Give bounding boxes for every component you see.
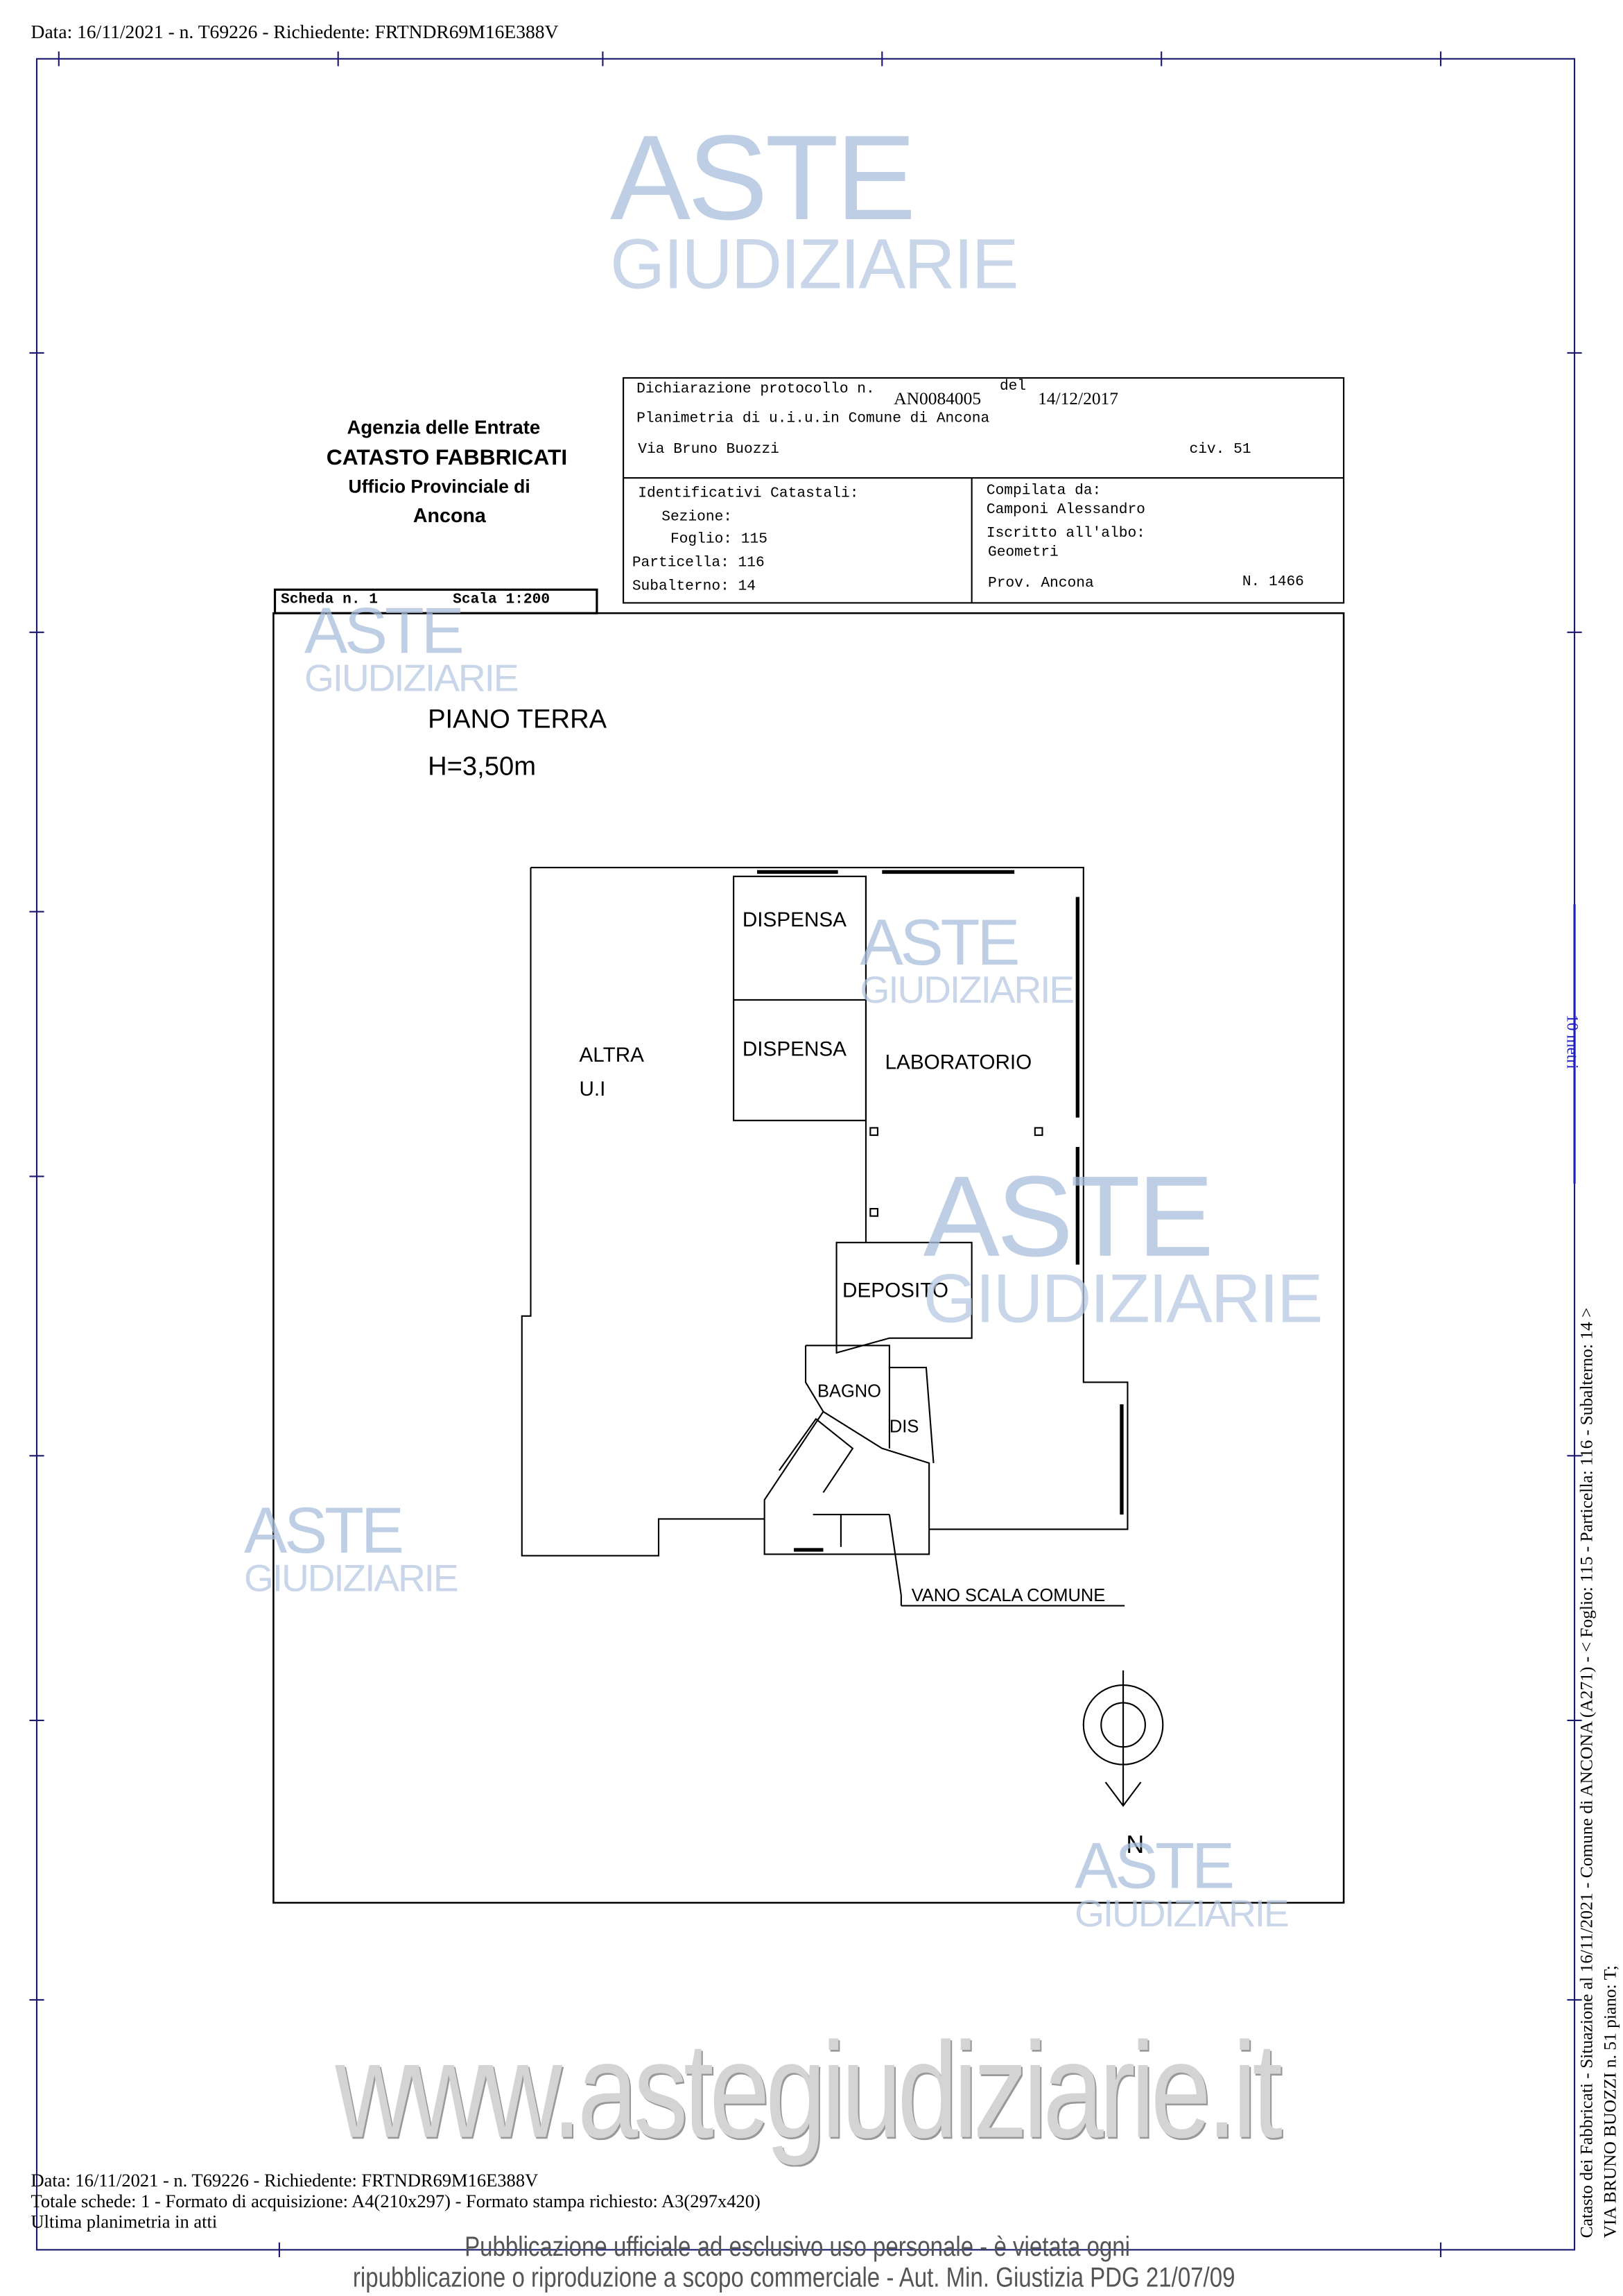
floor-label: PIANO TERRA — [428, 704, 607, 734]
room-dis: DIS — [889, 1416, 919, 1437]
header-request-info: Data: 16/11/2021 - n. T69226 - Richieden… — [31, 20, 559, 43]
north-arrow-icon — [1082, 1670, 1164, 1807]
notice-line-1: Pubblicazione ufficiale ad esclusivo uso… — [465, 2232, 1131, 2263]
protocol-date: 14/12/2017 — [1038, 388, 1119, 409]
catasto-title: CATASTO FABBRICATI — [326, 445, 568, 471]
floor-plan — [521, 867, 1129, 1607]
civic-number: civ. 51 — [1189, 442, 1251, 459]
compiler-label: Compilata da: — [986, 483, 1102, 500]
room-ui: U.I — [579, 1076, 606, 1100]
room-dispensa-2: DISPENSA — [742, 1036, 847, 1060]
floor-height: H=3,50m — [428, 751, 537, 781]
compiler-name: Camponi Alessandro — [986, 503, 1145, 519]
scale-bar-label: 10 metri — [1563, 1015, 1581, 1069]
room-dispensa-1: DISPENSA — [742, 907, 847, 931]
subalterno: Subalterno: 14 — [632, 579, 756, 596]
room-altra: ALTRA — [579, 1042, 644, 1067]
room-vano-scala: VANO SCALA COMUNE — [911, 1585, 1106, 1606]
office-city: Ancona — [413, 504, 486, 527]
protocol-label: Dichiarazione protocollo n. — [636, 382, 875, 399]
agency-name: Agenzia delle Entrate — [347, 416, 541, 438]
albo-number: N. 1466 — [1242, 575, 1304, 592]
foglio: Foglio: 115 — [670, 532, 767, 549]
watermark-url: www.astegiudiziarie.it — [335, 2014, 1283, 2167]
footer-request-info: Data: 16/11/2021 - n. T69226 - Richieden… — [31, 2170, 539, 2191]
albo-label: Iscritto all'albo: — [986, 526, 1145, 543]
date-label: del — [999, 379, 1027, 396]
notice-line-2: ripubblicazione o riproduzione a scopo c… — [352, 2263, 1235, 2294]
province: Prov. Ancona — [987, 576, 1094, 593]
room-laboratorio: LABORATORIO — [885, 1050, 1032, 1073]
particella: Particella: 116 — [632, 555, 765, 572]
scheda-number: Scheda n. 1 — [281, 592, 379, 609]
protocol-number: AN0084005 — [894, 388, 982, 409]
room-bagno: BAGNO — [817, 1381, 881, 1401]
footer-last-plan: Ultima planimetria in atti — [31, 2211, 218, 2232]
office-label: Ufficio Provinciale di — [348, 476, 530, 497]
address: Via Bruno Buozzi — [638, 442, 779, 459]
planimetria-label: Planimetria di u.i.u.in Comune di Ancona — [636, 411, 990, 429]
side-cadastral-info: Catasto dei Fabbricati - Situazione al 1… — [1576, 1307, 1597, 2238]
side-address-info: VIA BRUNO BUOZZI n. 51 piano: T; — [1599, 1965, 1620, 2238]
sezione: Sezione: — [661, 510, 733, 527]
scale: Scala 1:200 — [453, 592, 550, 609]
albo: Geometri — [987, 545, 1059, 562]
north-label: N — [1126, 1831, 1145, 1859]
footer-format-info: Totale schede: 1 - Formato di acquisizio… — [31, 2191, 761, 2212]
identifiers-title: Identificativi Catastali: — [638, 486, 859, 503]
room-deposito: DEPOSITO — [842, 1277, 948, 1302]
